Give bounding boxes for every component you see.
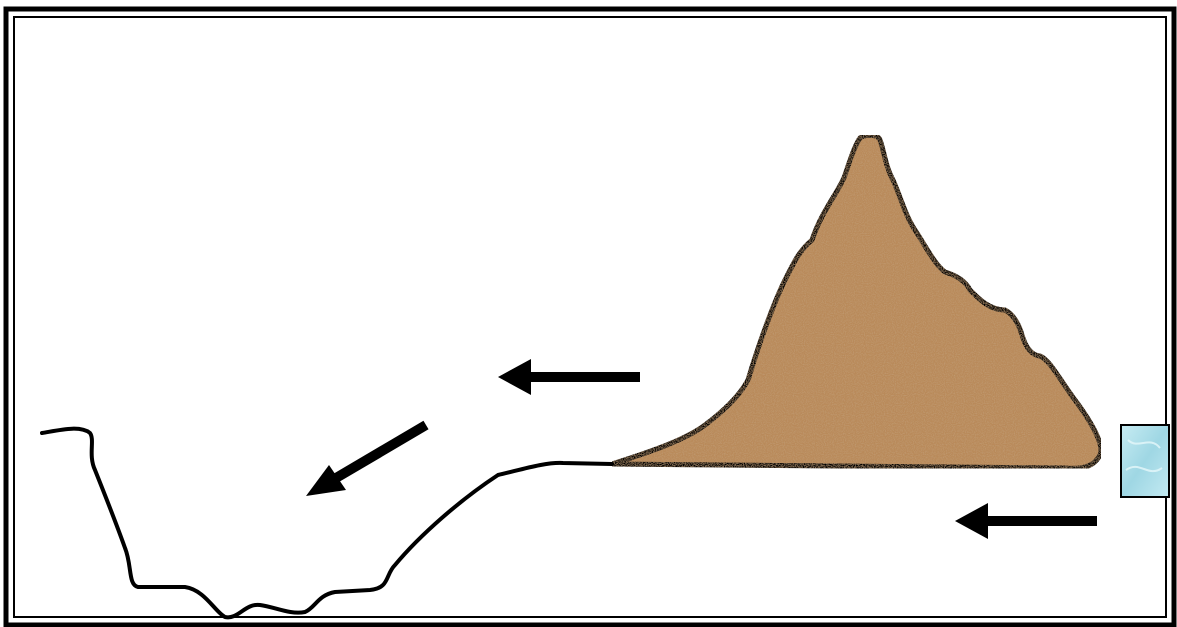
terrain-line <box>42 429 612 618</box>
arrow-bottom-right <box>955 503 1097 539</box>
arrow-middle <box>498 359 640 395</box>
water-block <box>1121 425 1169 497</box>
sand-pile <box>612 135 1101 468</box>
arrow-down-left <box>306 425 426 496</box>
